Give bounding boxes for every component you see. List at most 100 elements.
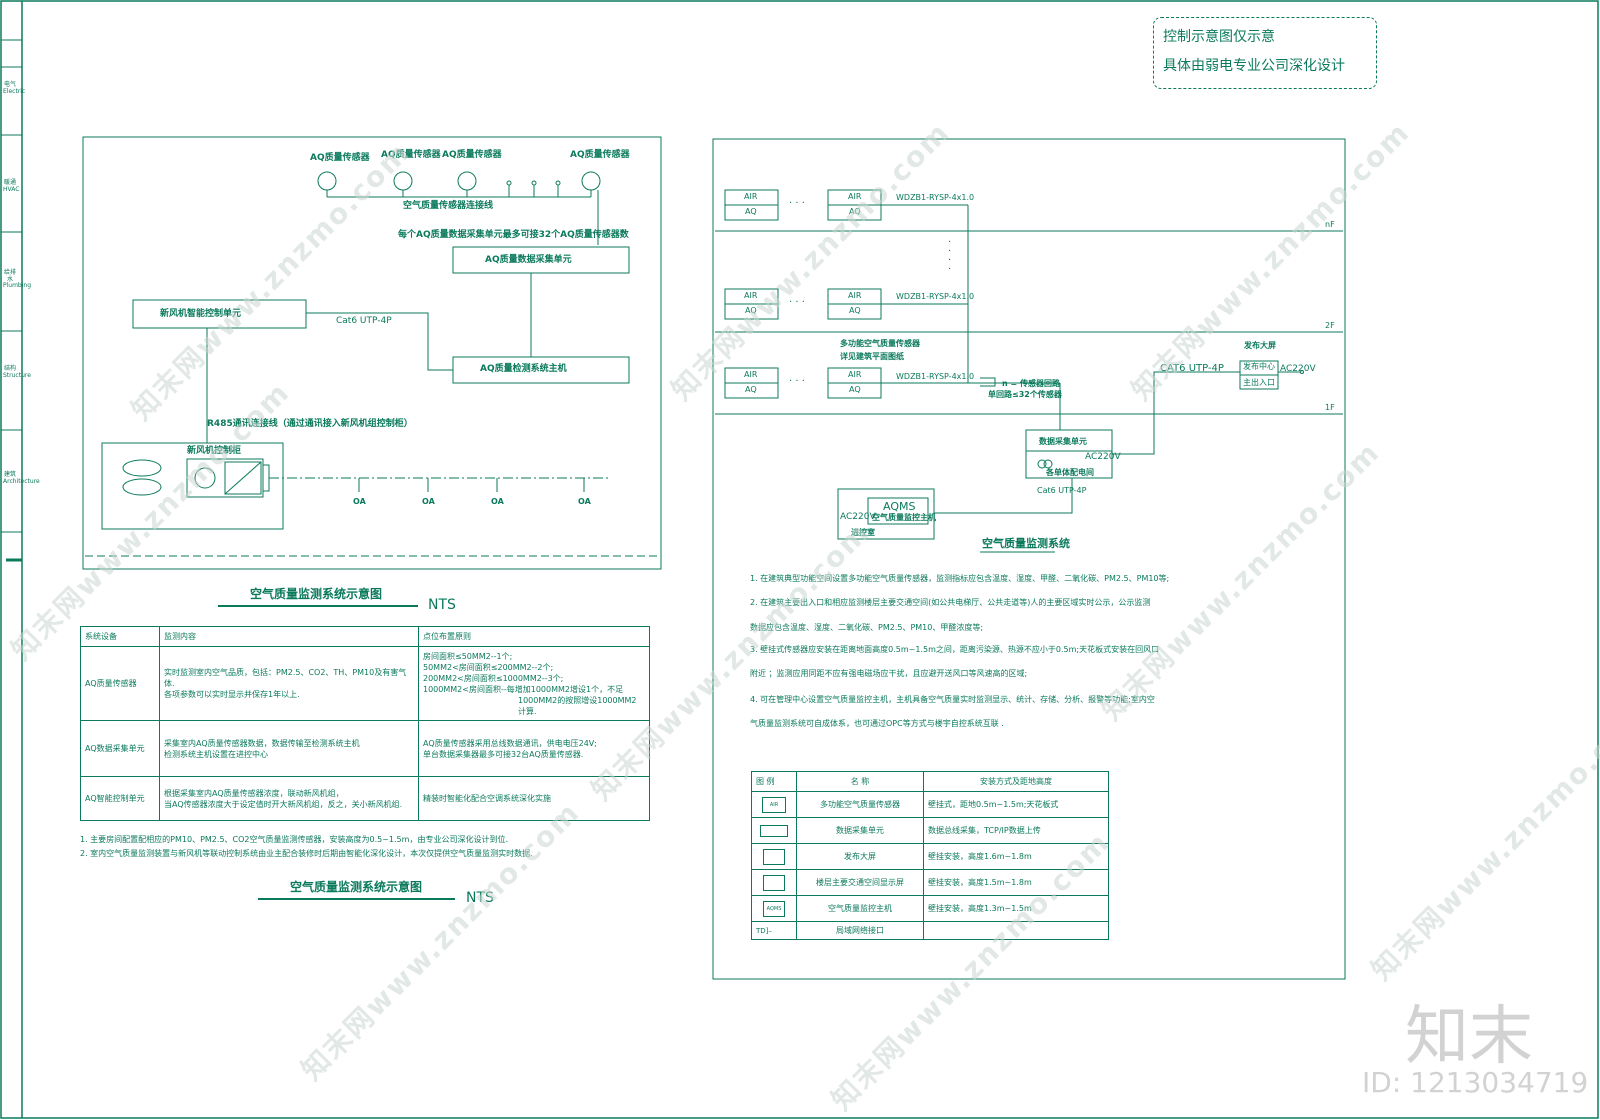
oa-label-4: OA (578, 497, 591, 506)
legend-icon-screen (751, 843, 797, 870)
rule-line: 房间面积≤50MM2--1个; (423, 651, 513, 661)
content-line: 各项参数可以实时显示并保存1年以上. (164, 690, 300, 699)
right-note-3: 3. 壁挂式传感器应安装在距离地面高度0.5m~1.5m之间，距离污染源、热源不… (750, 645, 1160, 654)
table-note-2: 2. 室内空气质量监测装置与新风机等联动控制系统由业主配合装修时后期由智能化深化… (80, 849, 533, 858)
cat6-right-label: CAT6 UTP-4P (1160, 363, 1224, 374)
ellipsis-dots: · · · (789, 198, 805, 209)
legend-install: 壁挂安装，高度1.3m~1.5m (923, 895, 1109, 922)
legend-header: 安装方式及距地高度 (923, 771, 1109, 792)
cable-label-nf: WDZB1-RYSP-4x1.0 (896, 193, 975, 202)
air-label: AIR (744, 370, 758, 379)
table-cell-device: AQ智能控制单元 (80, 776, 160, 821)
collector-sub-label: 各单体配电间 (1046, 468, 1094, 477)
device-table-header: 系统设备 (80, 626, 160, 647)
oa-label-3: OA (491, 497, 504, 506)
legend-name: 楼层主要交通空间显示屏 (796, 869, 924, 896)
cable-label-1f: WDZB1-RYSP-4x1.0 (896, 372, 975, 381)
legend-name: 局域网络接口 (796, 921, 924, 940)
legend-name: 多功能空气质量传感器 (796, 791, 924, 818)
table-note-1: 1. 主要房间配置配相应的PM10、PM2.5、CO2空气质量监测传感器，安装高… (80, 835, 508, 844)
vertical-dots: ···· (948, 237, 952, 275)
multi-sensor-label: 多功能空气质量传感器 (840, 339, 920, 348)
legend-install: 壁挂安装，高度1.5m~1.8m (923, 869, 1109, 896)
side-label-hvac: 暖通 HVAC (3, 179, 20, 193)
left-diagram-title: 空气质量监测系统示意图 (250, 587, 383, 601)
table-cell-rule: 房间面积≤50MM2--1个; 50MM2<房间面积≤200MM2--2个; 2… (418, 646, 650, 721)
legend-install: 壁挂式，距地0.5m~1.5m;天花板式 (923, 791, 1109, 818)
rule-line: 单台数据采集器最多可接32台AQ质量传感器. (423, 749, 584, 759)
aq-label: AQ (745, 385, 757, 394)
cat6-small-label: Cat6 UTP-4P (1037, 486, 1087, 495)
side-label-architecture: 建筑 Architecture (3, 471, 40, 485)
table-cell-content: 采集室内AQ质量传感器数据，数据传输至检测系统主机 检测系统主机设置在进控中心 (159, 720, 419, 777)
cat6-label: Cat6 UTP-4P (336, 316, 392, 326)
collector-note: 每个AQ质量数据采集单元最多可接32个AQ质量传感器数 (398, 230, 629, 240)
right-note-2b: 数据应包含温度、湿度、二氧化碳、PM2.5、PM10、甲醛浓度等; (750, 623, 984, 632)
legend-name: 空气质量监控主机 (796, 895, 924, 922)
note-line-2: 具体由弱电专业公司深化设计 (1163, 58, 1345, 74)
oa-label-2: OA (422, 497, 435, 506)
note-box (1153, 17, 1377, 89)
content-line: 检测系统主机设置在进控中心 (164, 749, 268, 759)
device-table-header: 监测内容 (159, 626, 419, 647)
legend-icon-floor-screen (751, 869, 797, 896)
sensor-label-3: AQ质量传感器 (442, 150, 502, 160)
content-line: 根据采集室内AQ质量传感器浓度，联动新风机组， (164, 788, 344, 798)
screen-label-2: 主出入口 (1243, 378, 1275, 387)
ellipsis-dots: · · · (789, 376, 805, 387)
content-line: 实时监测室内空气品质，包括：PM2.5、CO2、TH、PM10及有害气体. (164, 668, 407, 688)
collector-right-label: 数据采集单元 (1039, 437, 1087, 446)
content-line: 采集室内AQ质量传感器数据，数据传输至检测系统主机 (164, 738, 360, 748)
note-line-1: 控制示意图仅示意 (1163, 29, 1275, 45)
legend-icon-sensor: AIR (751, 791, 797, 818)
rule-line: 200MM2<房间面积≤1000MM2--3个; (423, 673, 564, 683)
table-nts: NTS (466, 890, 494, 906)
legend-icon-sensor-box: AIR (762, 796, 786, 813)
device-table-header: 点位布置原则 (418, 626, 650, 647)
legend-icon-collector (751, 817, 797, 844)
legend-icon-lan: TD]– (751, 921, 797, 940)
legend-icon-floor-screen-box (763, 874, 785, 891)
sensor-bus-label: 空气质量传感器连接线 (403, 201, 494, 211)
loop-limit-label: 单回路≤32个传感器 (988, 390, 1062, 399)
floor-label-2f: 2F (1325, 321, 1335, 330)
fresh-ctrl-unit-label: 新风机智能控制单元 (160, 309, 242, 319)
aq-label: AQ (849, 306, 861, 315)
legend-name: 发布大屏 (796, 843, 924, 870)
ac220v-collector: AC220V (1085, 452, 1121, 462)
table-title: 空气质量监测系统示意图 (290, 880, 423, 894)
legend-header: 图 例 (751, 771, 797, 792)
legend-icon-aqms: AQMS (751, 895, 797, 922)
content-line: 当AQ传感器浓度大于设定值时开大新风机组，反之，关小新风机组. (164, 799, 403, 809)
collector-label: AQ质量数据采集单元 (485, 255, 572, 265)
sensor-label-2: AQ质量传感器 (381, 150, 441, 160)
aq-label: AQ (849, 385, 861, 394)
air-label: AIR (848, 192, 862, 201)
rule-line: AQ质量传感器采用总线数据通讯，供电电压24V; (423, 738, 597, 748)
r485-label: R485通讯连接线（通过通讯接入新风机组控制柜） (207, 419, 413, 429)
right-note-4: 4. 可在管理中心设置空气质量监控主机，主机具备空气质量实时监测显示、统计、存储… (750, 695, 1155, 704)
aqms-sub-label: 空气质量监控主机 (872, 513, 936, 522)
device-table: 系统设备 监测内容 点位布置原则 AQ质量传感器 实时监测室内空气品质，包括：P… (80, 626, 650, 821)
table-cell-device: AQ数据采集单元 (80, 720, 160, 777)
right-note-2: 2. 在建筑主要出入口和相应监测楼层主要交通空间(如公共电梯厅、公共走道等)人的… (750, 598, 1151, 607)
table-cell-content: 实时监测室内空气品质，包括：PM2.5、CO2、TH、PM10及有害气体. 各项… (159, 646, 419, 721)
right-diagram-title: 空气质量监测系统 (982, 537, 1070, 550)
brand-logo: 知末 (1405, 1000, 1533, 1074)
rule-line: 1000MM2的按照增设1000MM2 (518, 695, 637, 705)
control-room-label: 进控室 (851, 528, 875, 537)
aq-label: AQ (849, 207, 861, 216)
right-note-1: 1. 在建筑典型功能空间设置多功能空气质量传感器，监测指标应包含温度、湿度、甲醛… (750, 574, 1170, 583)
legend-icon-collector-box (760, 824, 788, 837)
floor-label-nf: nF (1325, 220, 1335, 229)
legend-icon-aqms-box: AQMS (763, 900, 785, 917)
cable-label-2f: WDZB1-RYSP-4x1.0 (896, 292, 975, 301)
table-cell-rule: AQ质量传感器采用总线数据通讯，供电电压24V; 单台数据采集器最多可接32台A… (418, 720, 650, 777)
side-label-electric: 电气 Electric (3, 81, 26, 95)
rule-line: 计算. (518, 706, 537, 716)
floor-label-1f: 1F (1325, 403, 1335, 412)
table-cell-device: AQ质量传感器 (80, 646, 160, 721)
aqms-label: AQMS (883, 500, 916, 513)
